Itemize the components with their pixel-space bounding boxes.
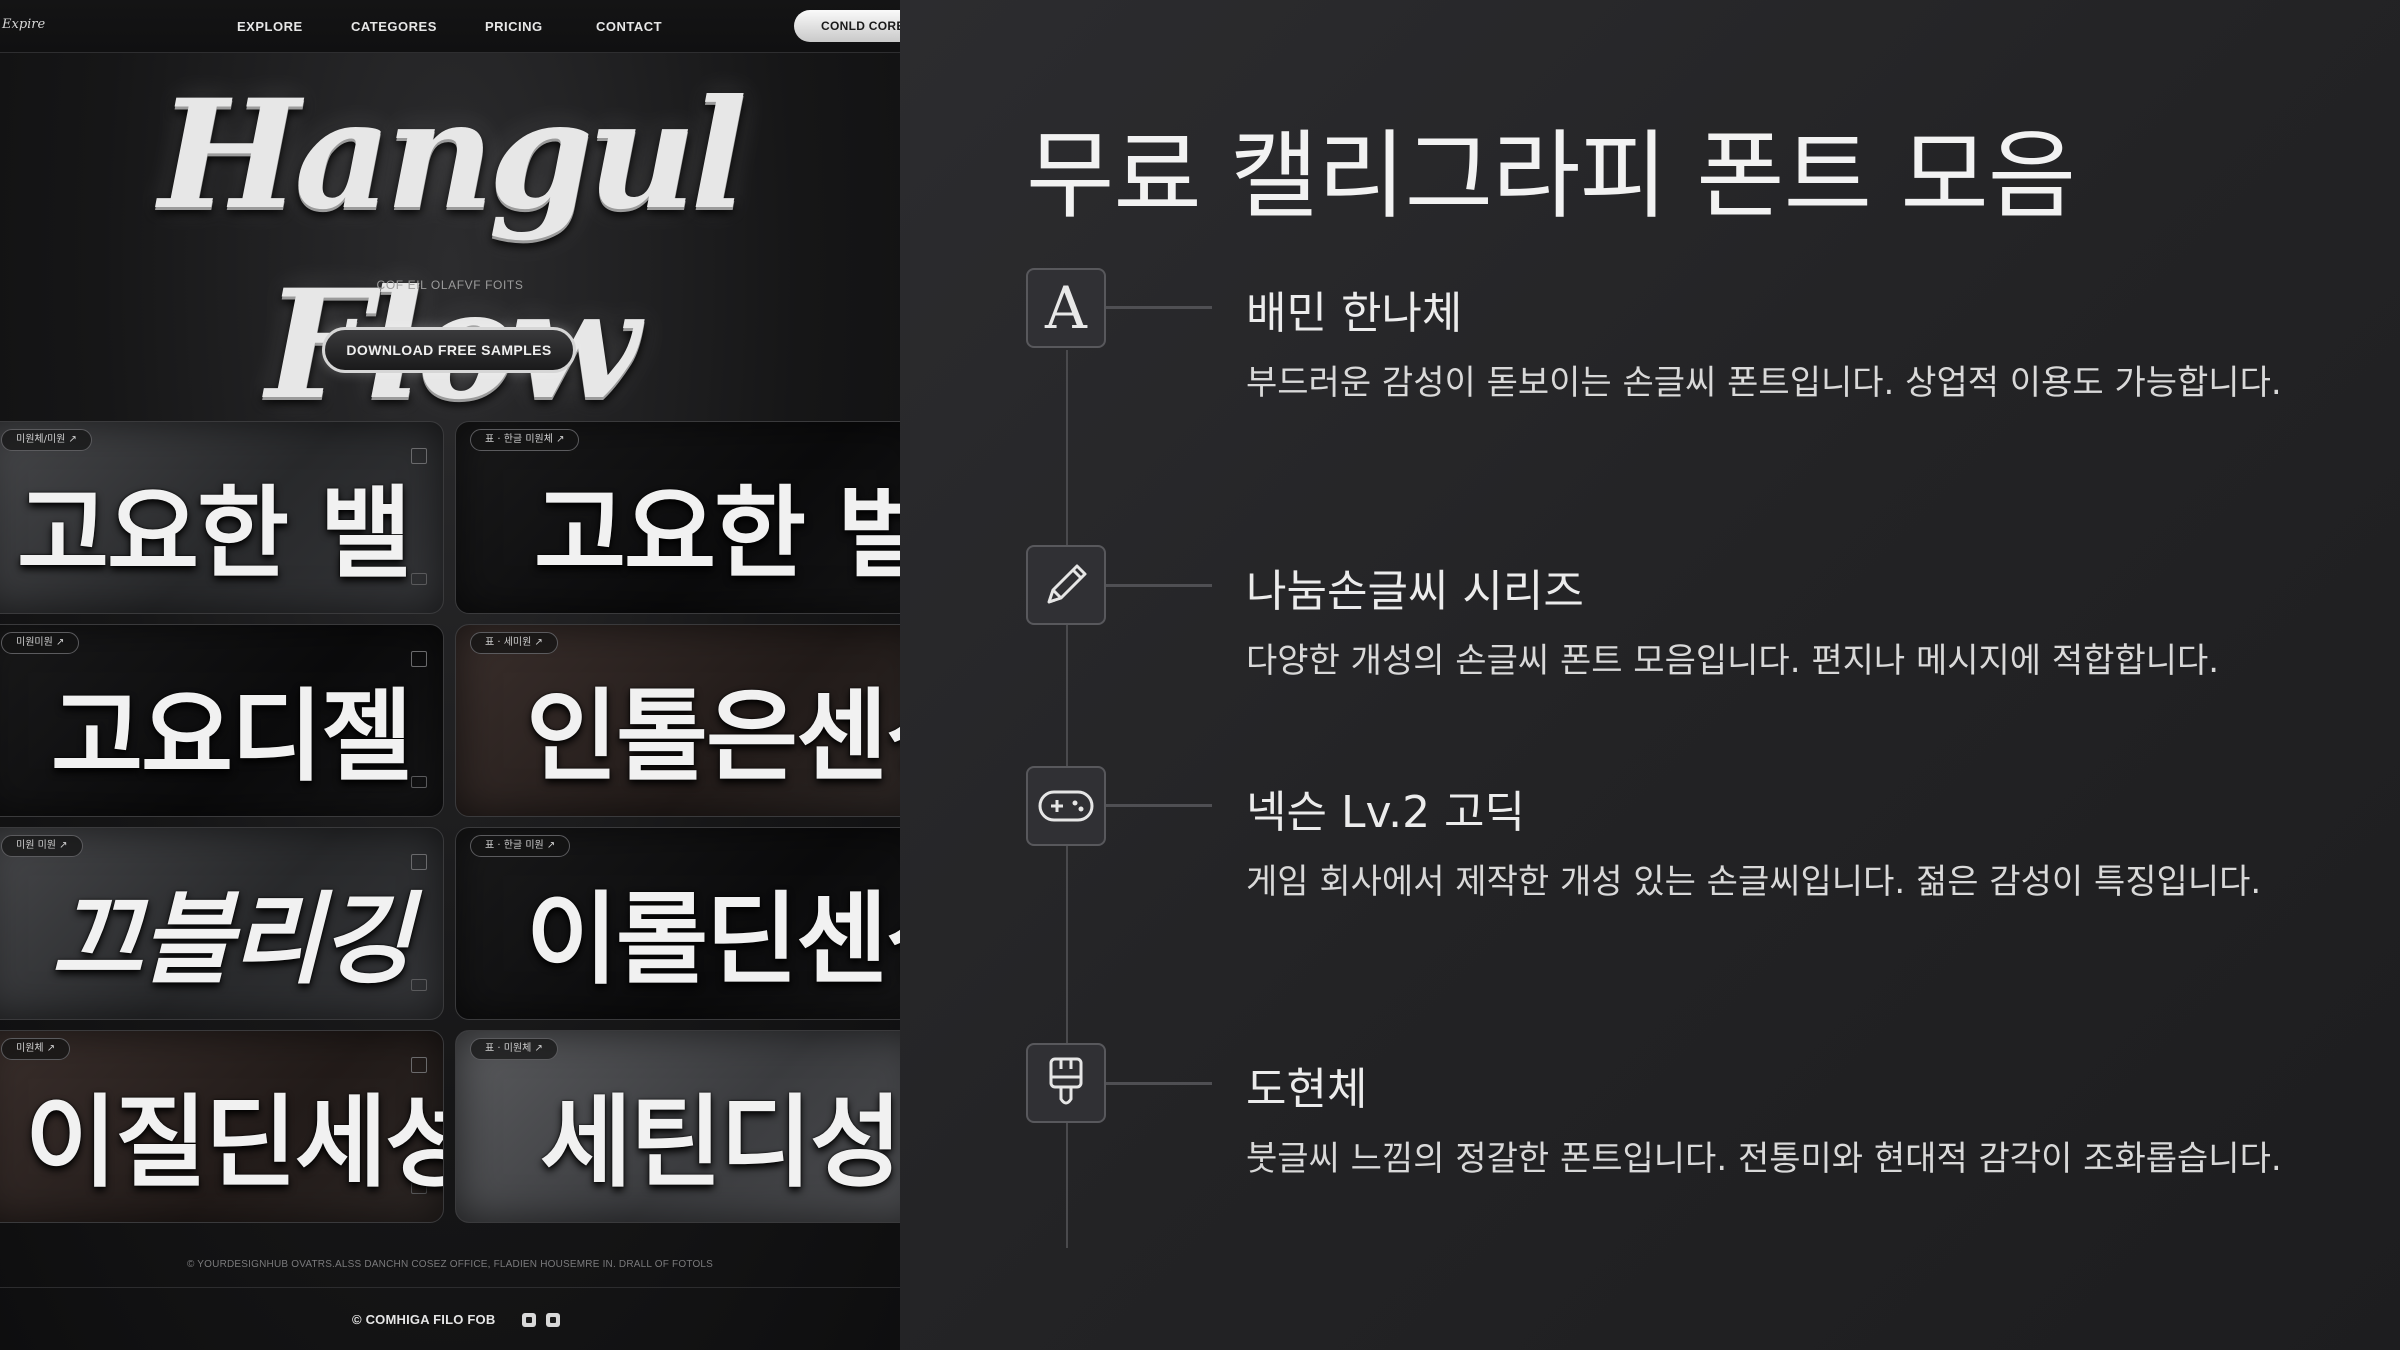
- font-card[interactable]: 미원 미원 ↗ 끄블리깅: [0, 827, 444, 1020]
- item-description: 부드러운 감성이 돋보이는 손글씨 폰트입니다. 상업적 이용도 가능합니다.: [1246, 363, 2282, 403]
- card-tag: 미원 미원 ↗: [1, 835, 83, 857]
- bookmark-icon[interactable]: [411, 651, 427, 667]
- bookmark-icon[interactable]: [411, 448, 427, 464]
- footer-divider: [0, 1287, 900, 1288]
- font-sample: 고요디젤: [51, 678, 413, 795]
- download-samples-button[interactable]: DOWNLOAD FREE SAMPLES: [322, 327, 576, 373]
- card-tag: 표 · 한글 미원 ↗: [470, 835, 571, 857]
- card-tag: 표 · 세미원 ↗: [470, 632, 558, 654]
- item-description: 게임 회사에서 제작한 개성 있는 손글씨입니다. 젊은 감성이 특징입니다.: [1246, 862, 2262, 902]
- nav-cta-button[interactable]: CONLD CORE: [794, 10, 900, 42]
- font-sample: 끄블리깅: [51, 880, 413, 998]
- bookmark-icon[interactable]: [411, 854, 427, 870]
- item-description: 붓글씨 느낌의 정갈한 폰트입니다. 전통미와 현대적 감각이 조화롭습니다.: [1246, 1139, 2282, 1179]
- footer-legal: © YOURDESIGNHUB OVATRS.ALSS DANCHN COSEZ…: [186, 1259, 714, 1270]
- item-title: 배민 한나체: [1246, 288, 1463, 339]
- nav-link-contact[interactable]: CONTACT: [596, 19, 663, 34]
- hero-subtitle: COF EIL OLAFVF FOITS: [376, 278, 524, 292]
- letter-a-icon: A: [1026, 268, 1106, 348]
- font-card[interactable]: 표 · 세미원 ↗ 인톨은센성: [455, 624, 900, 817]
- hero-title: Hangul Flow: [158, 67, 748, 433]
- item-title: 나눔손글씨 시리즈: [1246, 566, 1584, 617]
- font-card[interactable]: 표 · 미원체 ↗ 세틴디성: [455, 1030, 900, 1223]
- nav-link-explore[interactable]: EXPLORE: [237, 19, 303, 34]
- bookmark-icon[interactable]: [411, 1057, 427, 1073]
- font-sample: 고요한 벌: [534, 475, 900, 592]
- timeline-connector: [1106, 306, 1212, 309]
- timeline-connector: [1106, 804, 1212, 807]
- font-sample: 이롤딘센성: [526, 881, 900, 998]
- font-sample: 세틴디성: [540, 1084, 900, 1201]
- nav-link-pricing[interactable]: PRICING: [485, 19, 543, 34]
- item-title: 도현체: [1246, 1064, 1368, 1115]
- font-list-panel: 무료 캘리그라피 폰트 모음 A 배민 한나체 부드러운 감성이 돋보이는 손글…: [900, 0, 2400, 1350]
- font-sample: 인톨은센성: [526, 678, 900, 795]
- expand-icon[interactable]: [411, 1182, 427, 1194]
- social-icon[interactable]: [546, 1313, 560, 1327]
- expand-icon[interactable]: [411, 573, 427, 585]
- social-icon[interactable]: [522, 1313, 536, 1327]
- card-tag: 표 · 미원체 ↗: [470, 1038, 558, 1060]
- font-card[interactable]: 미원미원 ↗ 고요디젤: [0, 624, 444, 817]
- top-navigation: Expire EXPLORE CATEGORES PRICING CONTACT…: [0, 0, 900, 53]
- expand-icon[interactable]: [411, 776, 427, 788]
- brush-icon: [1026, 1043, 1106, 1123]
- font-sample: 이질딘세성: [25, 1084, 444, 1201]
- font-website-preview: Expire EXPLORE CATEGORES PRICING CONTACT…: [0, 0, 900, 1350]
- gamepad-icon: [1026, 766, 1106, 846]
- nav-link-categories[interactable]: CATEGORES: [351, 19, 437, 34]
- card-tag: 미원미원 ↗: [1, 632, 80, 654]
- card-tag: 미원체/미원 ↗: [1, 429, 92, 451]
- font-card[interactable]: 표 · 한글 미원체 ↗ 고요한 벌: [455, 421, 900, 614]
- item-description: 다양한 개성의 손글씨 폰트 모음입니다. 편지나 메시지에 적합합니다.: [1246, 641, 2220, 681]
- pencil-icon: [1026, 545, 1106, 625]
- expand-icon[interactable]: [411, 979, 427, 991]
- font-sample: 고요한 밸: [17, 475, 412, 592]
- card-tag: 표 · 한글 미원체 ↗: [470, 429, 580, 451]
- font-card[interactable]: 미원체/미원 ↗ 고요한 밸: [0, 421, 444, 614]
- footer-copyright: © COMHIGA FILO FOB: [352, 1312, 496, 1327]
- timeline-connector: [1106, 1082, 1212, 1085]
- font-card[interactable]: 미원체 ↗ 이질딘세성: [0, 1030, 444, 1223]
- timeline-connector: [1106, 584, 1212, 587]
- card-tag: 미원체 ↗: [1, 1038, 71, 1060]
- page-title: 무료 캘리그라피 폰트 모음: [1026, 120, 2076, 232]
- font-card[interactable]: 표 · 한글 미원 ↗ 이롤딘센성: [455, 827, 900, 1020]
- item-title: 넥슨 Lv.2 고딕: [1246, 787, 1526, 838]
- site-logo[interactable]: Expire: [2, 17, 46, 32]
